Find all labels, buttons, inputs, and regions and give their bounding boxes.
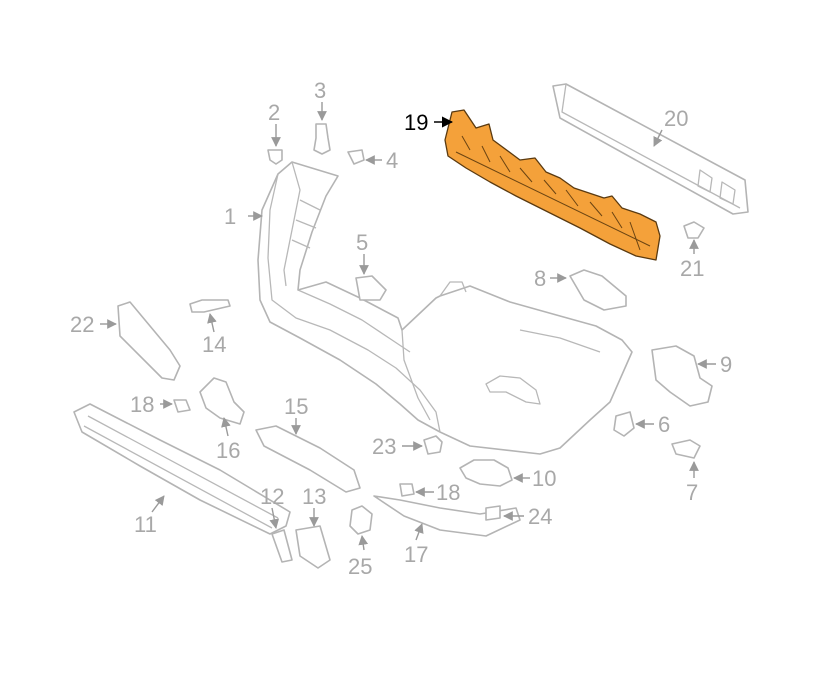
callout-19: 19 [404, 110, 428, 135]
callout-12: 12 [260, 484, 284, 509]
sensor-part-23 [423, 435, 443, 455]
energy-absorber-part-19 [444, 109, 661, 261]
bracket-part-15 [255, 425, 361, 493]
lower-grille-part-11 [73, 403, 291, 535]
callout-18a: 18 [130, 392, 154, 417]
bracket-part-4 [347, 149, 365, 165]
bracket-part-16 [199, 377, 245, 425]
callout-16: 16 [216, 438, 240, 463]
fog-lamp-bracket-part-9 [651, 345, 713, 407]
bolt-part-21 [683, 221, 705, 239]
callout-1: 1 [224, 204, 236, 229]
sensor-bracket-part-5 [355, 275, 387, 301]
callout-15: 15 [284, 394, 308, 419]
clip-part-18b [399, 483, 415, 497]
clip-part-6 [613, 411, 635, 437]
callout-7: 7 [686, 480, 698, 505]
clip-part-14 [189, 299, 231, 313]
callout-23: 23 [372, 434, 396, 459]
callout-25: 25 [348, 554, 372, 579]
callout-11: 11 [134, 512, 157, 537]
callout-10: 10 [532, 466, 556, 491]
plug-part-24 [485, 505, 501, 521]
bracket-part-8 [569, 269, 627, 311]
bumper-cover-part-1 [257, 161, 633, 455]
leader-lines [100, 102, 716, 551]
callout-24: 24 [528, 504, 552, 529]
callout-18b: 18 [436, 480, 460, 505]
clip-part-2 [267, 149, 283, 165]
callout-17: 17 [404, 542, 428, 567]
callout-13: 13 [302, 484, 326, 509]
callout-21: 21 [680, 256, 704, 281]
reinforcement-bar-part-20 [552, 83, 749, 215]
fog-lamp-cover-part-10 [459, 459, 513, 487]
callout-6: 6 [658, 412, 670, 437]
callout-20: 20 [664, 106, 688, 131]
clip-part-18a [173, 399, 191, 413]
molding-part-13 [295, 525, 331, 569]
callout-labels: 1 2 3 4 5 6 7 8 9 10 11 12 13 14 15 16 1… [70, 78, 732, 579]
molding-part-17 [373, 495, 521, 537]
callout-22: 22 [70, 312, 94, 337]
pin-part-3 [313, 123, 331, 155]
callout-3: 3 [314, 78, 326, 103]
callout-5: 5 [356, 230, 368, 255]
fastener-part-7 [671, 439, 701, 459]
sensor-part-25 [349, 505, 373, 535]
molding-part-12 [271, 529, 293, 563]
callout-8: 8 [534, 266, 546, 291]
callout-14: 14 [202, 332, 226, 357]
callout-2: 2 [268, 100, 280, 125]
callout-4: 4 [386, 148, 398, 173]
license-bracket-part-22 [117, 301, 181, 381]
callout-9: 9 [720, 352, 732, 377]
